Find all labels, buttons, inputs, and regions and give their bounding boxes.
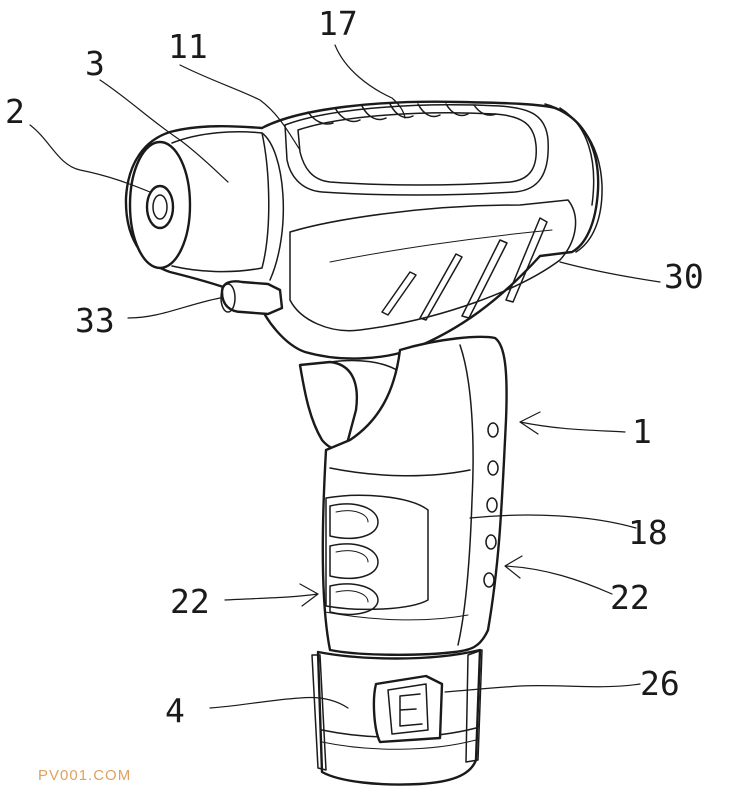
leader-4 <box>209 696 349 709</box>
nozzle-core <box>152 194 168 220</box>
numeral-30: 30 <box>664 257 704 296</box>
numeral-26: 26 <box>640 664 680 703</box>
leader-30 <box>559 261 661 283</box>
numeral-3: 3 <box>85 44 105 83</box>
battery-rib-right <box>465 649 483 763</box>
watermark-text: PV001.COM <box>38 767 131 784</box>
side-panel <box>289 199 577 332</box>
air-fitting-end <box>220 283 236 313</box>
leader-22b <box>504 555 613 595</box>
leader-2 <box>29 124 151 193</box>
handle-band-lower <box>324 611 469 621</box>
numeral-1: 1 <box>632 412 652 451</box>
numeral-4: 4 <box>165 691 185 730</box>
numeral-22-right: 22 <box>610 578 650 617</box>
handle-back-seam <box>457 344 474 646</box>
leader-18 <box>469 514 637 529</box>
numeral-11: 11 <box>168 27 208 66</box>
numeral-33: 33 <box>75 301 115 340</box>
grip-panel <box>325 494 429 611</box>
top-vents <box>307 103 497 125</box>
leader-26 <box>444 683 641 693</box>
leader-lines <box>29 44 661 709</box>
leader-17 <box>334 44 406 119</box>
side-holes <box>483 422 499 588</box>
grip-ribs <box>329 503 379 616</box>
numeral-22-left: 22 <box>170 582 210 621</box>
leader-11 <box>179 64 301 151</box>
nozzle-shell <box>171 131 270 273</box>
leader-33 <box>127 297 221 319</box>
numeral-2: 2 <box>5 92 25 131</box>
battery-seam-2 <box>321 739 477 750</box>
rear-cap <box>544 103 603 253</box>
tool-body <box>124 100 603 786</box>
handle-band <box>329 467 471 477</box>
leader-1 <box>519 411 626 435</box>
battery-rib-left <box>311 654 327 771</box>
battery-latch-e <box>399 693 423 727</box>
top-cover-inner <box>297 112 537 186</box>
reference-numerals: 2 3 11 17 30 33 1 18 22 22 4 26 <box>5 4 704 730</box>
nozzle-tip <box>145 184 175 230</box>
leader-3 <box>99 79 229 183</box>
side-vents <box>381 217 548 321</box>
trigger <box>298 360 359 451</box>
numeral-17: 17 <box>318 4 358 43</box>
nozzle-ring <box>261 132 285 281</box>
center-ridge <box>329 229 553 263</box>
motor-housing <box>124 100 600 360</box>
leader-22a <box>224 583 319 607</box>
battery-latch-inner <box>387 683 429 735</box>
numeral-18: 18 <box>628 513 668 552</box>
